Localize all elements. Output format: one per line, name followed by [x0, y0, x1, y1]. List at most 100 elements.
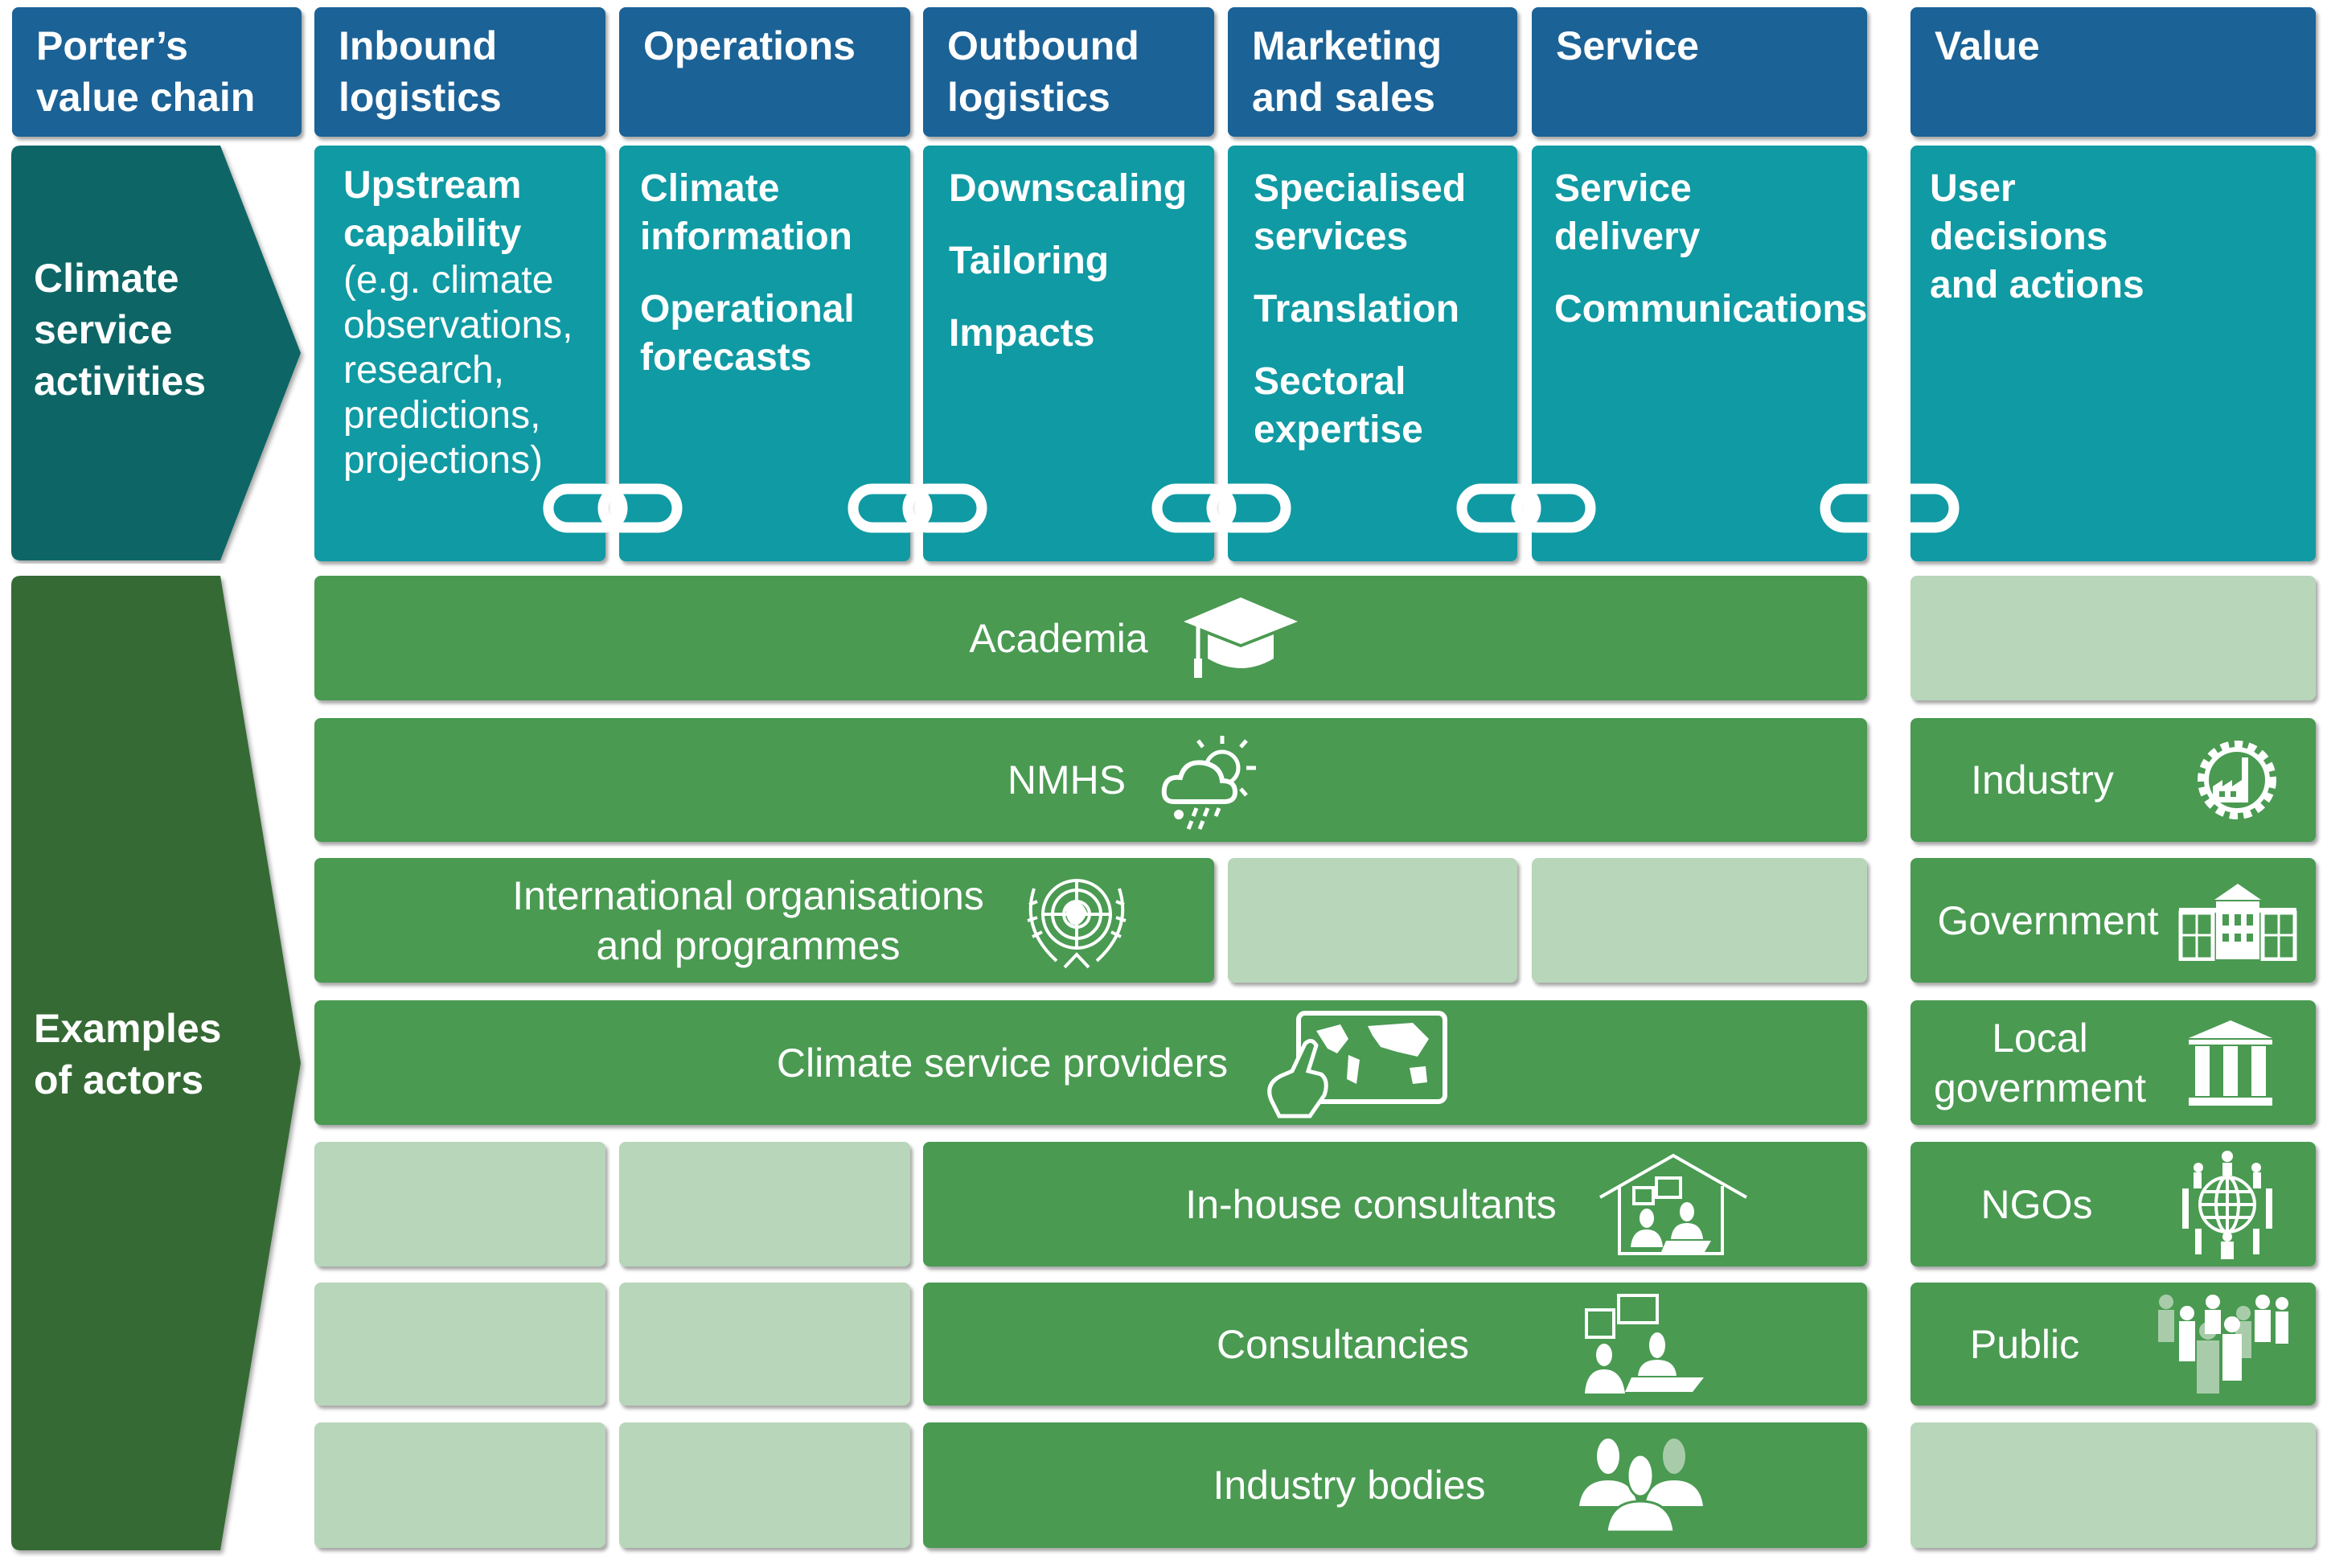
crowd-people-icon	[2155, 1292, 2292, 1397]
activity-title: capability	[343, 212, 522, 255]
activity-item: Climate	[640, 167, 780, 210]
row-label-line: activities	[34, 359, 207, 404]
actor-industry-bodies: Industry bodies	[923, 1422, 1867, 1548]
header-text: Marketing	[1252, 23, 1443, 68]
activity-item: Downscaling	[949, 167, 1188, 210]
actor-label-line: Local	[1992, 1015, 2088, 1061]
activity-item: delivery	[1554, 215, 1701, 258]
chain-link-icon	[1151, 483, 1291, 533]
header-operations: Operations	[619, 7, 910, 137]
chain-link-icon	[1820, 483, 1960, 533]
business-people-group-icon	[1574, 1437, 1706, 1533]
actor-label: NGOs	[1980, 1181, 2093, 1227]
activity-item: Service	[1554, 167, 1692, 210]
examples-of-actors-arrow	[11, 576, 301, 1550]
local-government-pillars-icon	[2185, 1019, 2276, 1107]
chain-link-icon	[847, 483, 987, 533]
empty-cell	[1532, 858, 1867, 983]
header-outbound-logistics: Outbound logistics	[923, 7, 1214, 137]
row-label-line: Examples	[34, 1006, 222, 1051]
activity-item: and actions	[1930, 264, 2144, 306]
empty-cell	[314, 1283, 605, 1406]
activity-detail: research,	[343, 349, 505, 392]
actor-label: Government	[1937, 897, 2159, 943]
government-building-icon	[2177, 880, 2298, 961]
weather-cloud-sun-icon	[1158, 728, 1262, 832]
activity-detail: observations,	[343, 304, 573, 347]
actor-label: Consultancies	[1216, 1321, 1470, 1367]
activity-detail: predictions,	[343, 394, 541, 437]
actor-label: Industry bodies	[1213, 1463, 1486, 1508]
row-label-line: Climate	[34, 256, 179, 301]
header-service: Service	[1532, 7, 1867, 137]
empty-cell	[314, 1422, 605, 1548]
graduation-cap-icon	[1180, 594, 1301, 683]
activity-detail: (e.g. climate	[343, 259, 554, 302]
header-text: logistics	[339, 75, 502, 120]
actor-climate-service-providers: Climate service providers	[314, 1000, 1867, 1125]
actor-nmhs: NMHS	[314, 718, 1867, 842]
porter-label: Porter’s value chain	[36, 23, 256, 120]
empty-cell	[619, 1283, 910, 1406]
activity-item: Operational	[640, 288, 855, 330]
activity-detail: projections)	[343, 439, 544, 482]
actor-label: Climate service providers	[776, 1040, 1229, 1086]
people-around-globe-icon	[2179, 1148, 2276, 1261]
chain-link-icon	[1456, 483, 1596, 533]
empty-cell	[1910, 1422, 2316, 1548]
actor-international-organisations: International organisations and programm…	[314, 858, 1214, 983]
activity-item: Translation	[1254, 288, 1460, 330]
activity-item: Sectoral	[1254, 360, 1406, 403]
empty-cell	[619, 1422, 910, 1548]
activity-item: User	[1930, 167, 2016, 210]
header-text: Outbound	[947, 23, 1139, 68]
empty-cell	[1910, 576, 2316, 700]
header-text: Value	[1935, 23, 2040, 68]
header-porters-value-chain: Porter’s value chain	[12, 7, 302, 137]
value-actor-local-government: Local government	[1910, 1000, 2316, 1125]
activity-item: information	[640, 215, 852, 258]
header-text: Operations	[643, 23, 856, 68]
examples-of-actors-label: Examples of actors	[34, 1003, 221, 1106]
header-text: Service	[1556, 23, 1699, 68]
header-text: Inbound	[339, 23, 498, 68]
actor-label: Public	[1969, 1321, 2080, 1367]
value-actor-government: Government	[1910, 858, 2316, 983]
value-actor-public: Public	[1910, 1283, 2316, 1406]
actor-label: Academia	[969, 615, 1148, 661]
empty-cell	[1228, 858, 1517, 983]
factory-gear-icon	[2190, 733, 2284, 827]
empty-cell	[314, 1142, 605, 1266]
actor-in-house-consultants: In-house consultants	[923, 1142, 1867, 1266]
consultants-meeting-icon	[1582, 1292, 1710, 1397]
activity-value: User decisions and actions	[1910, 146, 2316, 561]
value-actor-ngos: NGOs	[1910, 1142, 2316, 1266]
header-text: logistics	[947, 75, 1110, 120]
actor-consultancies: Consultancies	[923, 1283, 1867, 1406]
header-marketing-sales: Marketing and sales	[1228, 7, 1517, 137]
actor-label: Local government	[1927, 1013, 2153, 1113]
row-label-line: of actors	[34, 1057, 204, 1102]
actor-label: International organisations and programm…	[512, 871, 984, 971]
chain-link-icon	[543, 483, 683, 533]
un-emblem-icon	[1016, 864, 1137, 977]
activity-title: Upstream	[343, 164, 522, 207]
header-inbound-logistics: Inbound logistics	[314, 7, 605, 137]
header-text: and sales	[1252, 75, 1435, 120]
activity-item: decisions	[1930, 215, 2108, 258]
activity-item: Tailoring	[949, 240, 1110, 282]
value-actor-industry: Industry	[1910, 718, 2316, 842]
activity-item: Communications	[1554, 288, 1868, 330]
actor-academia: Academia	[314, 576, 1867, 700]
row-label-line: service	[34, 307, 173, 352]
activity-item: forecasts	[640, 336, 812, 379]
tablet-world-map-icon	[1260, 1007, 1453, 1119]
header-value: Value	[1910, 7, 2316, 137]
actor-label-line: and programmes	[596, 922, 901, 968]
actor-label: NMHS	[1007, 757, 1127, 802]
activity-item: Specialised	[1254, 167, 1467, 210]
activity-item: services	[1254, 215, 1409, 258]
actor-label: Industry	[1971, 757, 2114, 802]
house-consultants-icon	[1597, 1152, 1750, 1257]
climate-service-activities-label: Climate service activities	[34, 252, 206, 407]
